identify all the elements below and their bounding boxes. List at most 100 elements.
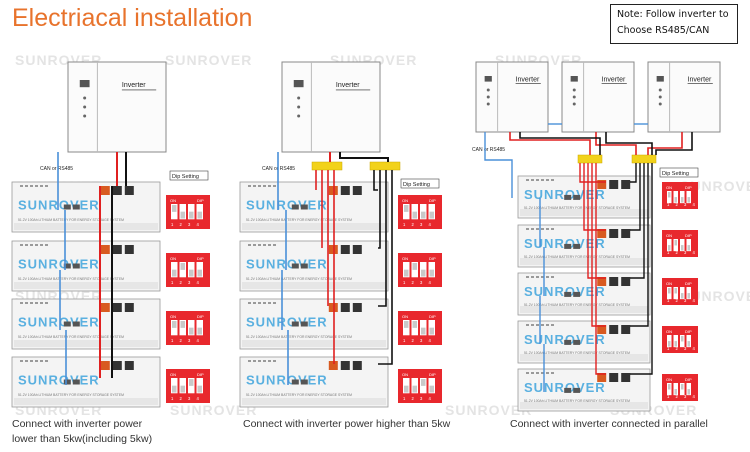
- battery-led: [45, 302, 48, 304]
- battery-terminal-negative: [609, 325, 619, 334]
- dip-numbers: 1 2 3 4: [667, 250, 697, 255]
- battery-tagline: 51.2V 100Ah LITHIUM BATTERY FOR ENERGY S…: [524, 206, 630, 210]
- inverter-led: [658, 88, 662, 92]
- battery-rj45-port: [63, 379, 71, 385]
- battery-rj45-port: [300, 204, 308, 210]
- inverter-display: [484, 76, 492, 82]
- battery-terminal-positive: [597, 229, 607, 238]
- inverter-led: [83, 114, 87, 118]
- dip-switch-lever: [674, 341, 677, 347]
- dip-switch-lever: [681, 384, 684, 390]
- dip-on-label: ON: [666, 233, 672, 238]
- battery-brand: SUNROVER: [18, 315, 100, 330]
- dip-numbers: 1 2 3 4: [667, 202, 697, 207]
- battery-led: [541, 276, 544, 278]
- wire-negative: [630, 163, 649, 327]
- battery-led: [531, 276, 534, 278]
- dip-dip-label: DIP: [429, 198, 436, 203]
- battery-led: [258, 360, 261, 362]
- battery-tagline: 51.2V 100Ah LITHIUM BATTERY FOR ENERGY S…: [246, 393, 352, 397]
- battery-port: [621, 373, 631, 382]
- dip-switch-lever: [404, 385, 409, 393]
- battery-led: [273, 360, 276, 362]
- battery-led: [30, 244, 33, 246]
- wire-negative: [378, 170, 381, 249]
- battery-led: [40, 244, 43, 246]
- battery-led: [536, 324, 539, 326]
- battery-led: [25, 185, 28, 187]
- caption-1-line-2: lower than 5kw(including 5kw): [12, 433, 153, 445]
- busbar: [369, 161, 401, 171]
- dip-switch-lever: [404, 269, 409, 277]
- battery-terminal-positive: [328, 361, 338, 370]
- battery-led: [541, 324, 544, 326]
- battery-port: [124, 245, 134, 254]
- battery-port: [124, 361, 134, 370]
- inverter-display: [656, 76, 664, 82]
- dip-switch-lever: [197, 327, 202, 335]
- battery-terminal-positive: [100, 245, 110, 254]
- dip-switch-lever: [412, 385, 417, 393]
- dip-switch-lever: [674, 288, 677, 294]
- battery-led: [248, 360, 251, 362]
- battery-led: [30, 185, 33, 187]
- battery-led: [268, 302, 271, 304]
- battery-led: [253, 360, 256, 362]
- inverter-1: Inverter: [67, 61, 167, 153]
- battery-bottom-strip: [242, 223, 386, 230]
- battery-led: [551, 276, 554, 278]
- battery-tagline: 51.2V 100Ah LITHIUM BATTERY FOR ENERGY S…: [246, 277, 352, 281]
- battery-bottom-strip: [520, 402, 648, 409]
- inverter-label: Inverter: [336, 82, 360, 89]
- battery-tagline: 51.2V 100Ah LITHIUM BATTERY FOR ENERGY S…: [18, 393, 124, 397]
- dip-on-label: ON: [402, 256, 408, 261]
- battery-led: [551, 372, 554, 374]
- battery-tagline: 51.2V 100Ah LITHIUM BATTERY FOR ENERGY S…: [246, 218, 352, 222]
- wire-negative: [655, 132, 693, 155]
- dip-on-label: ON: [666, 281, 672, 286]
- battery-led: [20, 185, 23, 187]
- inverter-3a: Inverter: [475, 61, 549, 133]
- dip-switch-lever: [668, 192, 671, 198]
- inverter-body: [67, 61, 167, 153]
- battery-terminal-negative: [112, 361, 122, 370]
- dip-on-label: ON: [402, 198, 408, 203]
- battery-terminal-negative: [609, 277, 619, 286]
- dip-switch-lever: [421, 327, 426, 335]
- dip-switch-lever: [681, 245, 684, 251]
- battery-terminal-negative: [340, 245, 350, 254]
- battery-led: [526, 179, 529, 181]
- inverter-2: Inverter: [281, 61, 381, 153]
- wire-positive: [647, 132, 683, 155]
- battery-led: [263, 302, 266, 304]
- battery-led: [546, 324, 549, 326]
- inverter-label: Inverter: [516, 77, 540, 84]
- caption-3: Connect with inverter connected in paral…: [510, 418, 708, 430]
- battery-led: [268, 185, 271, 187]
- dip-switch-lever: [180, 211, 185, 219]
- dip-numbers: 1 2 3 4: [667, 346, 697, 351]
- dip-dip-label: DIP: [685, 329, 692, 334]
- battery-terminal-negative: [112, 245, 122, 254]
- wire-positive: [583, 163, 606, 231]
- dip-numbers: 1 2 3 4: [171, 280, 201, 285]
- battery-tagline: 51.2V 100Ah LITHIUM BATTERY FOR ENERGY S…: [18, 218, 124, 222]
- wire-positive: [591, 163, 606, 327]
- dip-switch-lever: [681, 197, 684, 203]
- dip-switch-lever: [681, 293, 684, 299]
- battery-bottom-strip: [242, 398, 386, 405]
- dip-numbers: 1 2 3 4: [667, 394, 697, 399]
- battery-rj45-port: [72, 379, 80, 385]
- inverter-3c: Inverter: [647, 61, 721, 133]
- battery-led: [536, 372, 539, 374]
- dip-switch-lever: [429, 269, 434, 277]
- dip-on-label: ON: [170, 314, 176, 319]
